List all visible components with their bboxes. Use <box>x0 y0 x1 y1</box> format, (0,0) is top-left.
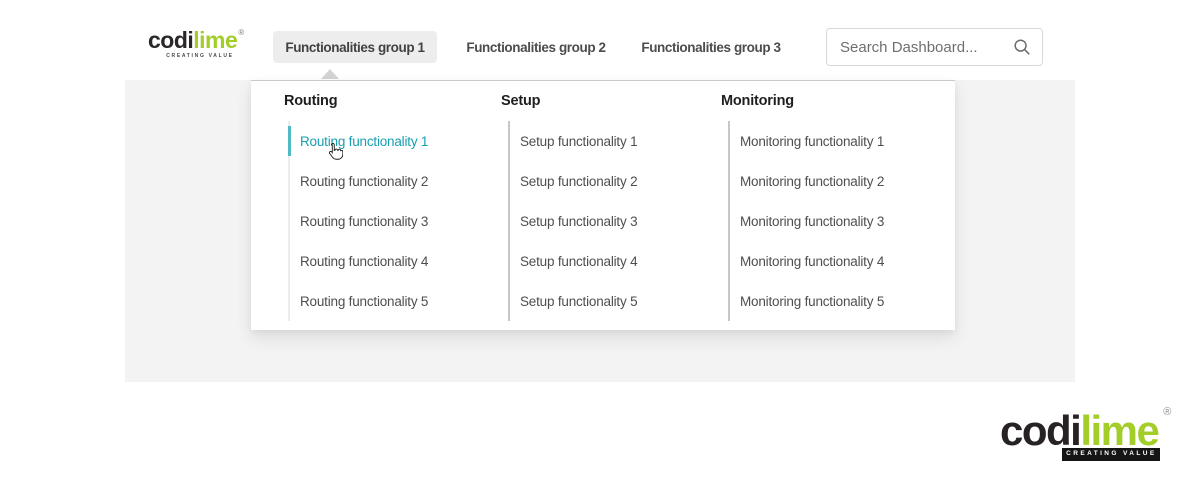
nav-functionalities-group-1[interactable]: Functionalities group 1 <box>273 31 437 63</box>
menu-item-setup-functionality-1[interactable]: Setup functionality 1 <box>520 133 638 149</box>
menu-item-setup-functionality-5[interactable]: Setup functionality 5 <box>520 293 638 309</box>
registered-mark: ® <box>238 28 244 37</box>
nav-functionalities-group-3[interactable]: Functionalities group 3 <box>641 39 781 55</box>
search-box[interactable] <box>826 28 1043 66</box>
menu-item-monitoring-functionality-5[interactable]: Monitoring functionality 5 <box>740 293 885 309</box>
menu-column-title-monitoring: Monitoring <box>721 93 794 109</box>
menu-column-routing: Routing functionality 1 Routing function… <box>288 121 495 321</box>
menu-item-monitoring-functionality-1[interactable]: Monitoring functionality 1 <box>740 133 885 149</box>
menu-item-setup-functionality-2[interactable]: Setup functionality 2 <box>520 173 638 189</box>
dropdown-caret-icon <box>321 69 339 79</box>
menu-item-monitoring-functionality-4[interactable]: Monitoring functionality 4 <box>740 253 885 269</box>
logo-tagline: CREATING VALUE <box>166 53 234 59</box>
footer-logo-part-codi: codi <box>1000 407 1082 454</box>
search-icon[interactable] <box>1013 38 1031 56</box>
menu-column-title-routing: Routing <box>284 93 338 109</box>
menu-item-setup-functionality-4[interactable]: Setup functionality 4 <box>520 253 638 269</box>
mega-menu-dropdown: Routing Setup Monitoring Routing functio… <box>251 80 955 330</box>
menu-item-routing-functionality-5[interactable]: Routing functionality 5 <box>300 293 429 309</box>
logo-wordmark: codilime® <box>148 29 244 52</box>
logo-part-codi: codi <box>148 27 194 53</box>
menu-column-setup: Setup functionality 1 Setup functionalit… <box>508 121 715 321</box>
logo-codilime-header[interactable]: codilime® CREATING VALUE <box>148 29 244 60</box>
nav-functionalities-group-2[interactable]: Functionalities group 2 <box>466 39 606 55</box>
menu-column-monitoring: Monitoring functionality 1 Monitoring fu… <box>728 121 935 321</box>
footer-logo-tagline: CREATING VALUE <box>1062 448 1161 461</box>
menu-item-routing-functionality-1[interactable]: Routing functionality 1 <box>288 121 495 161</box>
menu-item-routing-functionality-3[interactable]: Routing functionality 3 <box>300 213 429 229</box>
menu-item-monitoring-functionality-2[interactable]: Monitoring functionality 2 <box>740 173 885 189</box>
menu-item-monitoring-functionality-3[interactable]: Monitoring functionality 3 <box>740 213 885 229</box>
footer-registered-mark: ® <box>1163 406 1172 418</box>
menu-item-routing-functionality-4[interactable]: Routing functionality 4 <box>300 253 429 269</box>
footer-logo-part-lime: lime <box>1080 407 1160 454</box>
logo-part-lime: lime <box>193 27 238 53</box>
logo-codilime-footer: codilime® CREATING VALUE <box>1000 407 1171 461</box>
footer-logo-wordmark: codilime® CREATING VALUE <box>1000 407 1171 461</box>
menu-item-routing-functionality-2[interactable]: Routing functionality 2 <box>300 173 429 189</box>
menu-item-setup-functionality-3[interactable]: Setup functionality 3 <box>520 213 638 229</box>
search-input[interactable] <box>827 38 1013 56</box>
menu-column-title-setup: Setup <box>501 93 541 109</box>
